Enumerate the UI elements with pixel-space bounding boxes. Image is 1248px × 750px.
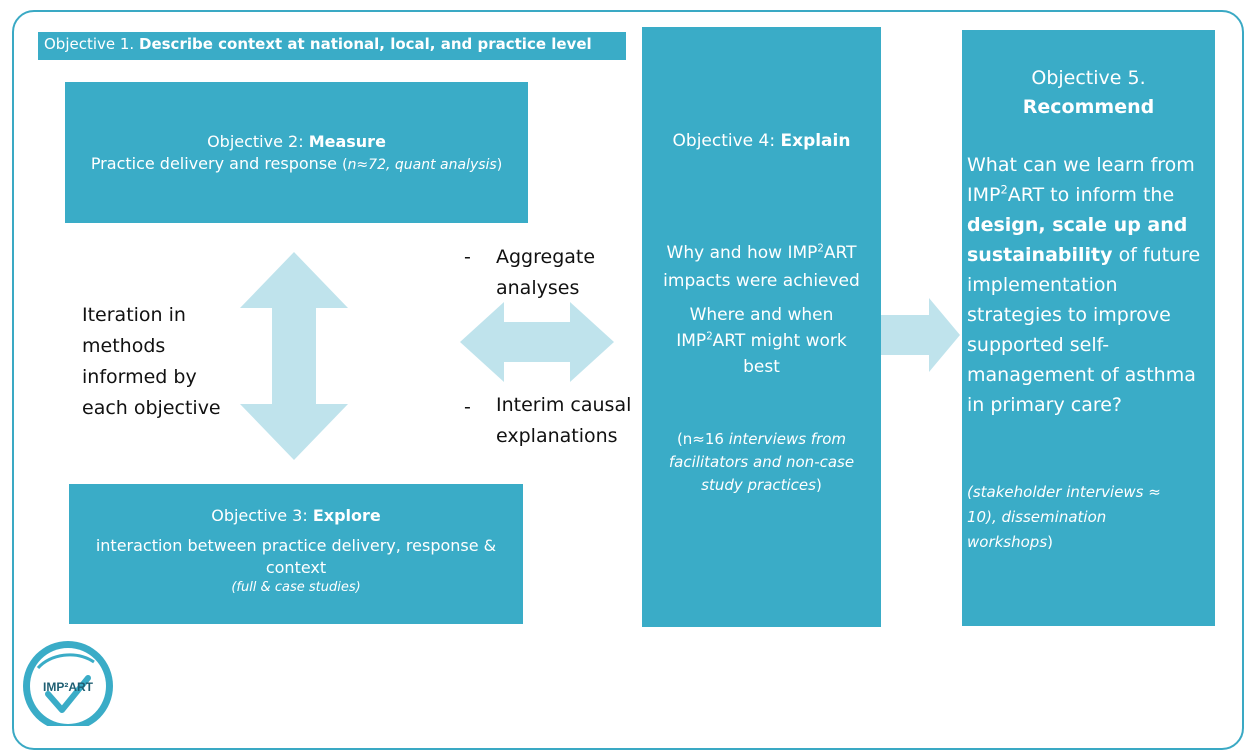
iteration-text: Iteration in methods informed by each ob… (82, 300, 221, 424)
objective-5-title: Recommend (1022, 96, 1155, 118)
objective-4-note-lead: (n≈16 (676, 430, 724, 448)
objective-4-note: (n≈16 interviews from facilitators and n… (642, 428, 881, 497)
objective-5-q-line6: strategies to improve (967, 304, 1171, 326)
middle-item-1: Aggregate analyses (496, 242, 595, 304)
objective-3-desc: interaction between practice delivery, r… (95, 536, 497, 555)
objective-4-q1-c: impacts were achieved (663, 271, 860, 291)
iteration-line-4: each objective (82, 397, 221, 419)
middle-dash-1: - (464, 246, 471, 268)
middle-item-2: Interim causal explanations (496, 390, 631, 452)
objective-5-q-line2-b: ART to inform the (1007, 184, 1175, 206)
objective-5-question: What can we learn from IMP2ART to inform… (967, 150, 1215, 420)
objective-3-desc2: context (265, 558, 327, 577)
objective-5-q-bold1: design, scale up and (967, 214, 1188, 236)
horizontal-double-arrow-icon (460, 302, 614, 382)
objective-5-q-line2-sup: 2 (1000, 182, 1008, 197)
objective-4-question-2: Where and when IMP2ART might work best (642, 302, 881, 380)
objective-5-q-bold2: sustainability (967, 244, 1113, 266)
objective-5-note-3-close: ) (1047, 533, 1053, 551)
objective-4-q1-sup: 2 (817, 243, 824, 255)
objective-2-note-open: ( (342, 157, 348, 173)
objective-5-box: Objective 5. Recommend What can we learn… (962, 30, 1215, 626)
objective-5-q-line2-a: IMP (967, 184, 1001, 206)
vertical-double-arrow-icon (240, 252, 348, 460)
objective-5-note-1: (stakeholder interviews ≈ (967, 483, 1161, 501)
objective-4-q2-b: IMP (676, 331, 707, 351)
objective-5-heading: Objective 5. Recommend (962, 64, 1215, 122)
objective-2-title: Measure (308, 132, 386, 151)
objective-1-prefix: Objective 1. (44, 35, 135, 53)
objective-4-note-close: ) (815, 476, 822, 494)
middle-item-1-line-1: Aggregate (496, 246, 596, 268)
objective-4-q2-c: ART might work (712, 331, 847, 351)
objective-5-q-line1: What can we learn from (967, 154, 1195, 176)
imp2art-logo: IMP²ART (23, 641, 113, 726)
objective-5-note-2b: , dissemination (991, 508, 1107, 526)
objective-4-note-2: facilitators and non-case (668, 453, 855, 471)
objective-5-q-line8: management of asthma (967, 364, 1196, 386)
objective-4-q1-a: Why and how IMP (666, 243, 818, 263)
objective-3-box: Objective 3: Explore interaction between… (69, 484, 523, 624)
logo-text: IMP²ART (43, 680, 94, 694)
iteration-line-3: informed by (82, 366, 197, 388)
objective-4-prefix: Objective 4: (672, 131, 776, 151)
objective-5-q-line5: implementation (967, 274, 1118, 296)
objective-4-box: Objective 4: Explain Why and how IMP2ART… (642, 27, 881, 627)
objective-4-note-1: interviews from (728, 430, 847, 448)
objective-4-note-3: study practices (701, 476, 816, 494)
objective-2-desc: Practice delivery and response (90, 154, 337, 173)
objective-5-prefix: Objective 5. (1031, 67, 1146, 89)
objective-4-q2-a: Where and when (689, 305, 834, 325)
objective-4-q1-b: ART (823, 243, 857, 263)
objective-2-box: Objective 2: Measure Practice delivery a… (65, 82, 528, 223)
objective-2-prefix: Objective 2: (207, 132, 304, 151)
middle-item-2-line-1: Interim causal (496, 394, 632, 416)
iteration-line-2: methods (82, 335, 166, 357)
objective-5-q-line9: in primary care? (967, 394, 1123, 416)
objective-2-note: n≈72, quant analysis (347, 157, 497, 173)
objective-4-q2-sup: 2 (706, 331, 713, 343)
objective-1-title: Describe context at national, local, and… (139, 35, 592, 53)
objective-2-note-close: ) (496, 157, 503, 173)
objective-4-q2-d: best (743, 357, 780, 377)
objective-3-prefix: Objective 3: (211, 506, 308, 525)
objective-5-note-3: workshops (967, 533, 1048, 551)
middle-dash-2: - (464, 396, 471, 418)
middle-item-2-line-2: explanations (496, 425, 618, 447)
objective-5-note: (stakeholder interviews ≈ 10), dissemina… (967, 480, 1215, 555)
middle-item-1-line-2: analyses (496, 277, 580, 299)
objective-5-note-2a: 10) (967, 508, 992, 526)
iteration-line-1: Iteration in (82, 304, 186, 326)
objective-5-q-line7: supported self- (967, 334, 1110, 356)
objective-4-question-1: Why and how IMP2ART impacts were achieve… (642, 239, 881, 295)
objective-1-box: Objective 1. Describe context at nationa… (38, 32, 626, 60)
objective-3-title: Explore (312, 506, 381, 525)
objective-3-note: (full & case studies) (231, 580, 361, 595)
right-arrow-icon (881, 298, 960, 372)
objective-5-q-line4: of future (1118, 244, 1201, 266)
objective-4-title: Explain (780, 131, 851, 151)
